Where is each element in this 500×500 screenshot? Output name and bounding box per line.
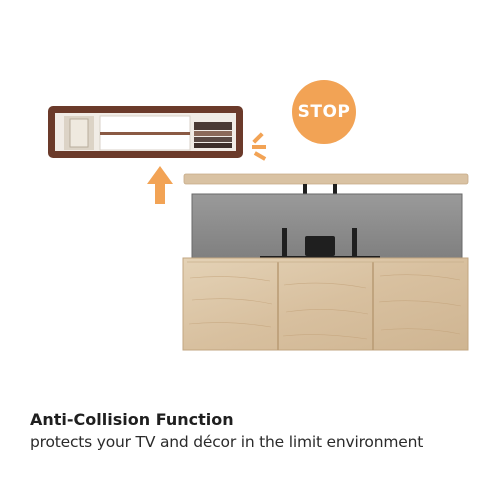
wall-shelf: [48, 106, 243, 158]
arrow-up-icon: [147, 166, 173, 204]
stop-badge-label: STOP: [297, 102, 351, 122]
caption: Anti-Collision Function protects your TV…: [30, 410, 480, 451]
caption-subtitle: protects your TV and décor in the limit …: [30, 433, 424, 451]
wood-top-panel: [183, 173, 469, 185]
stop-badge: STOP: [292, 80, 356, 144]
impact-marks-icon: [252, 132, 267, 161]
caption-title: Anti-Collision Function: [30, 410, 234, 429]
cabinet: [182, 257, 469, 351]
product-illustration: [48, 106, 469, 351]
